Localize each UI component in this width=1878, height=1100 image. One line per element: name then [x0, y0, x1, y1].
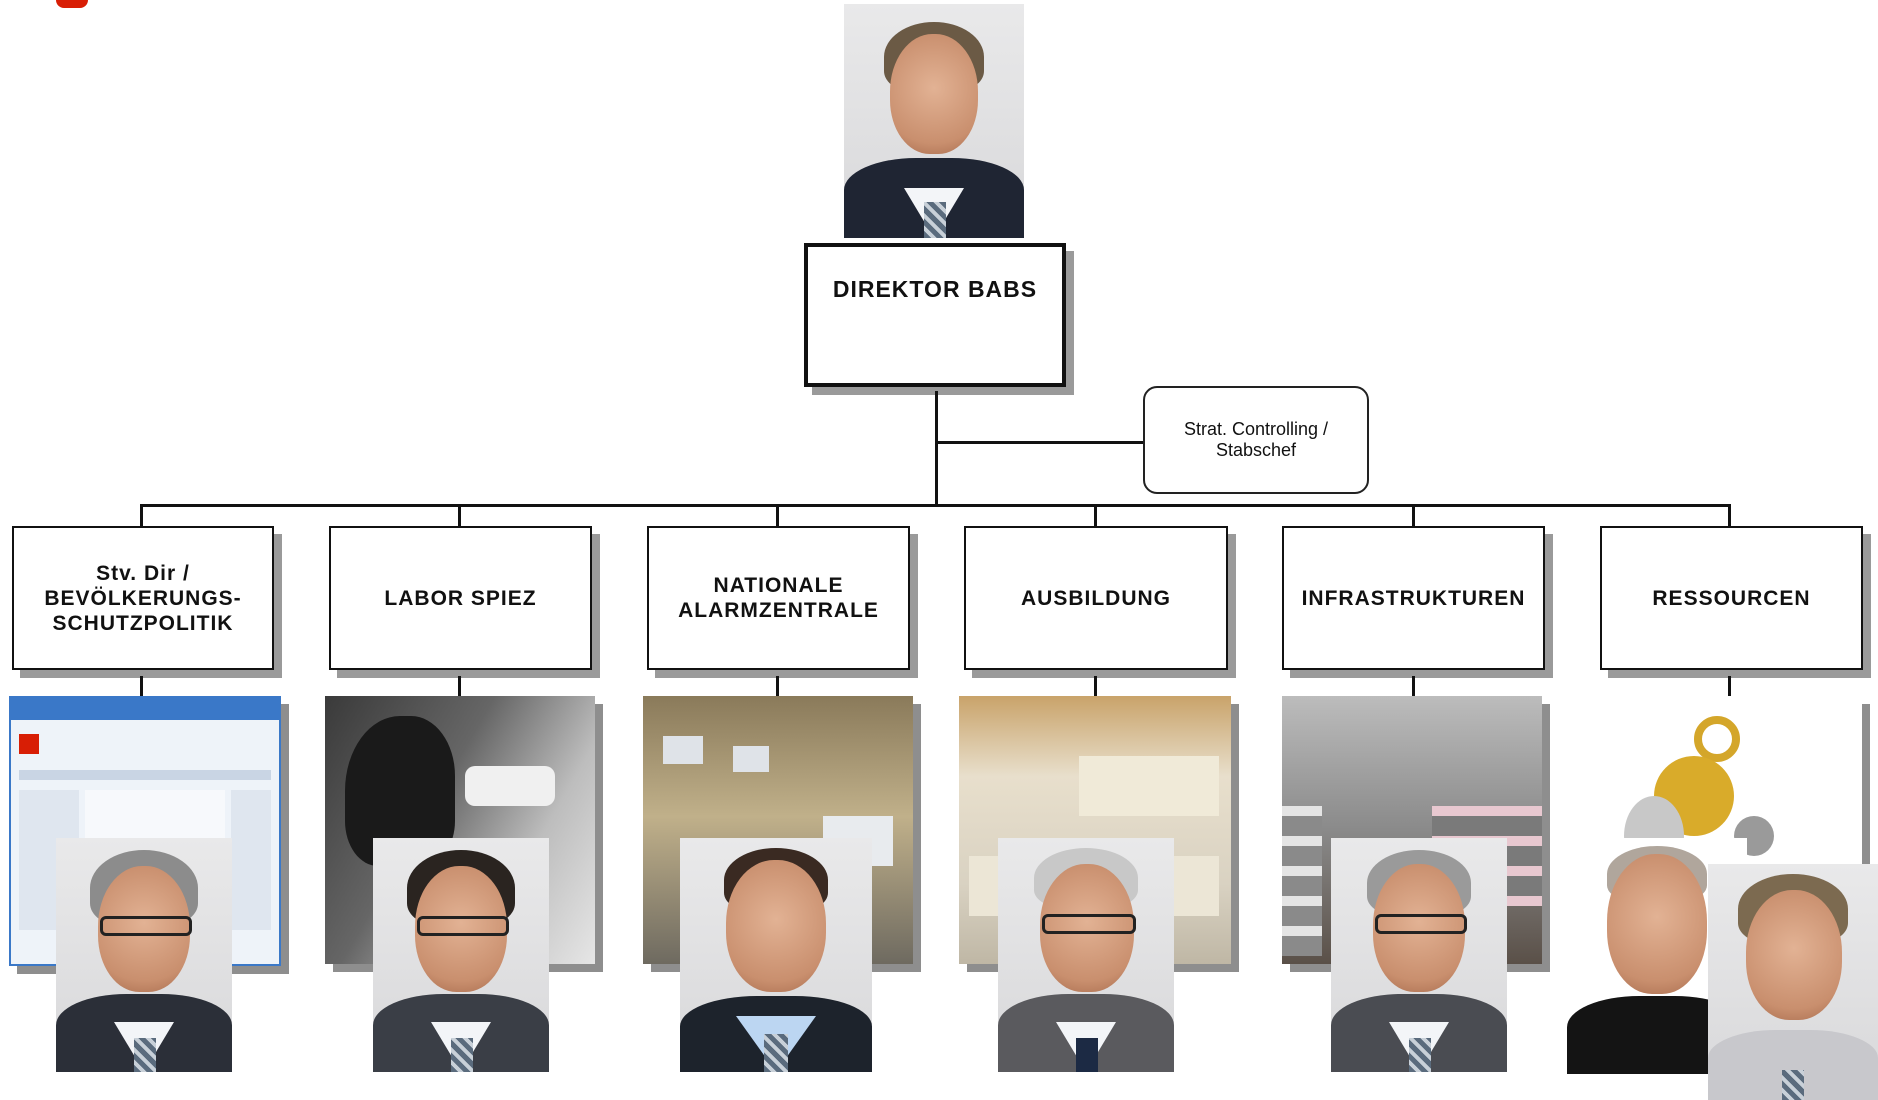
portrait-division-1 [56, 838, 232, 1072]
division-label: AUSBILDUNG [1021, 586, 1171, 610]
division-box-bevoelkerungsschutzpolitik: Stv. Dir / BEVÖLKERUNGS- SCHUTZPOLITIK [12, 526, 274, 670]
connector-division-5 [1412, 504, 1415, 526]
connector-division-3 [776, 504, 779, 526]
glasses-icon [1042, 914, 1136, 934]
portrait-division-5 [1331, 838, 1507, 1072]
glasses-icon [100, 916, 192, 936]
division-box-infrastrukturen: INFRASTRUKTUREN [1282, 526, 1545, 670]
division-box-nationale-alarmzentrale: NATIONALE ALARMZENTRALE [647, 526, 910, 670]
portrait-division-2 [373, 838, 549, 1072]
division-label: INFRASTRUKTUREN [1301, 586, 1526, 610]
connector-photo-3 [776, 676, 779, 696]
division-box-labor-spiez: LABOR SPIEZ [329, 526, 592, 670]
portrait-division-3 [680, 838, 872, 1072]
connector-division-4 [1094, 504, 1097, 526]
director-portrait [844, 4, 1024, 238]
connector-division-1 [140, 504, 143, 526]
connector-photo-4 [1094, 676, 1097, 696]
connector-photo-5 [1412, 676, 1415, 696]
glasses-icon [417, 916, 509, 936]
division-box-ressourcen: RESSOURCEN [1600, 526, 1863, 670]
portrait-division-4 [998, 838, 1174, 1072]
logo-fragment [56, 0, 88, 8]
director-box: DIREKTOR BABS [804, 243, 1066, 387]
connector-photo-6 [1728, 676, 1731, 696]
connector-division-6 [1728, 504, 1731, 526]
connector-photo-2 [458, 676, 461, 696]
connector-horizontal [140, 504, 1730, 507]
connector-photo-1 [140, 676, 143, 696]
connector-staff [936, 441, 1144, 444]
division-label: LABOR SPIEZ [384, 586, 537, 610]
division-label: Stv. Dir / BEVÖLKERUNGS- SCHUTZPOLITIK [44, 561, 242, 635]
staff-box: Strat. Controlling / Stabschef [1143, 386, 1369, 494]
division-label: RESSOURCEN [1652, 586, 1811, 610]
connector-director-down [935, 391, 938, 505]
director-label: DIREKTOR BABS [832, 276, 1038, 302]
portrait-division-6b [1708, 864, 1878, 1100]
staff-label: Strat. Controlling / Stabschef [1183, 419, 1329, 460]
shelter-bunker-image [1282, 696, 1542, 964]
division-box-ausbildung: AUSBILDUNG [964, 526, 1228, 670]
glasses-icon [1375, 914, 1467, 934]
connector-division-2 [458, 504, 461, 526]
division-label: NATIONALE ALARMZENTRALE [678, 574, 879, 622]
